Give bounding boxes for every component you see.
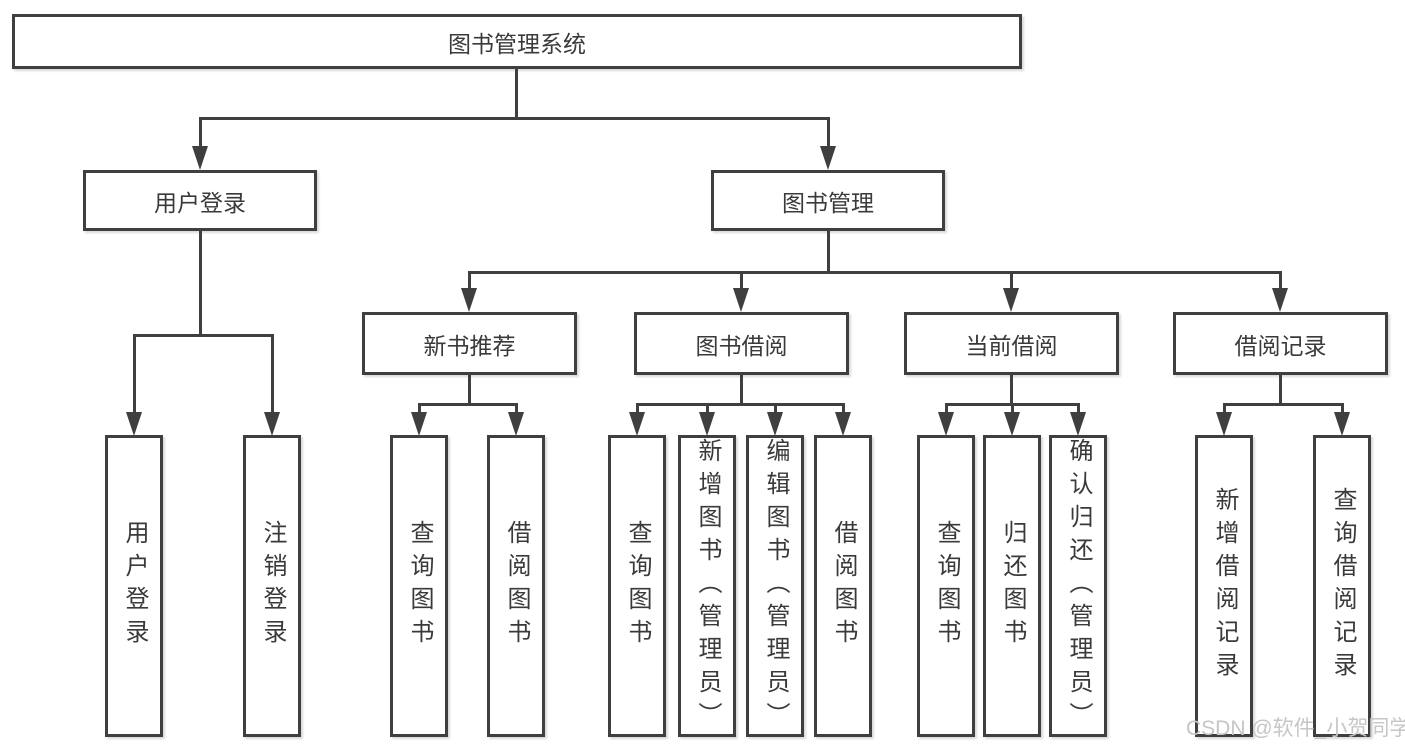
connector-line	[1341, 404, 1344, 414]
leaf-borrow-borrow-books: 借阅图书	[814, 435, 872, 737]
connector-line	[827, 118, 830, 148]
connector-line	[1223, 404, 1226, 414]
connector-line	[945, 404, 948, 414]
connector-line	[740, 272, 743, 290]
connector-line	[1279, 272, 1282, 290]
leaf-current-confirm-return-admin: 确认归还（管理员）	[1049, 435, 1107, 737]
leaf-recommend-borrow-books: 借阅图书	[487, 435, 545, 737]
connector-line	[418, 404, 421, 414]
connector-line	[1223, 403, 1344, 406]
arrow-down-icon	[699, 412, 715, 436]
node-library-system: 图书管理系统	[12, 14, 1022, 69]
connector-line	[133, 334, 274, 337]
arrow-down-icon	[126, 412, 142, 436]
leaf-borrow-query-books: 查询图书	[608, 435, 666, 737]
arrow-down-icon	[1216, 412, 1232, 436]
leaf-user-login: 用户登录	[105, 435, 163, 737]
connector-line	[468, 272, 471, 290]
connector-line	[199, 231, 202, 335]
node-user-login: 用户登录	[83, 170, 317, 231]
arrow-down-icon	[820, 146, 836, 170]
connector-line	[199, 117, 830, 120]
leaf-logout: 注销登录	[243, 435, 301, 737]
arrow-down-icon	[1003, 288, 1019, 312]
connector-line	[133, 335, 136, 414]
arrow-down-icon	[938, 412, 954, 436]
leaf-current-query-books: 查询图书	[917, 435, 975, 737]
connector-line	[774, 404, 777, 414]
connector-line	[199, 118, 202, 148]
connector-line	[740, 375, 743, 406]
arrow-down-icon	[629, 412, 645, 436]
connector-line	[636, 403, 845, 406]
arrow-down-icon	[264, 412, 280, 436]
arrow-down-icon	[508, 412, 524, 436]
leaf-borrow-edit-books-admin: 编辑图书（管理员）	[746, 435, 804, 737]
arrow-down-icon	[1070, 412, 1086, 436]
csdn-watermark: CSDN @软件_小贺同学	[1186, 717, 1405, 740]
arrow-down-icon	[411, 412, 427, 436]
arrow-down-icon	[1004, 412, 1020, 436]
leaf-records-query-record: 查询借阅记录	[1313, 435, 1371, 737]
node-book-borrow: 图书借阅	[634, 312, 849, 375]
arrow-down-icon	[192, 146, 208, 170]
connector-line	[515, 404, 518, 414]
connector-line	[468, 375, 471, 406]
arrow-down-icon	[767, 412, 783, 436]
node-borrow-records: 借阅记录	[1173, 312, 1388, 375]
connector-line	[636, 404, 639, 414]
leaf-recommend-query-books: 查询图书	[390, 435, 448, 737]
connector-line	[1077, 404, 1080, 414]
arrow-down-icon	[1334, 412, 1350, 436]
connector-line	[706, 404, 709, 414]
connector-line	[1010, 272, 1013, 290]
connector-line	[515, 68, 518, 118]
arrow-down-icon	[835, 412, 851, 436]
connector-line	[271, 335, 274, 414]
connector-line	[1010, 375, 1013, 406]
node-current-borrow: 当前借阅	[904, 312, 1119, 375]
node-book-management: 图书管理	[711, 170, 945, 231]
connector-line	[468, 271, 1282, 274]
connector-line	[1011, 404, 1014, 414]
leaf-records-add-record: 新增借阅记录	[1195, 435, 1253, 737]
arrow-down-icon	[1272, 288, 1288, 312]
node-new-book-recommend: 新书推荐	[362, 312, 577, 375]
arrow-down-icon	[733, 288, 749, 312]
arrow-down-icon	[461, 288, 477, 312]
connector-line	[842, 404, 845, 414]
leaf-borrow-add-books-admin: 新增图书（管理员）	[678, 435, 736, 737]
connector-line	[1279, 375, 1282, 406]
connector-line	[827, 231, 830, 273]
connector-line	[418, 403, 518, 406]
leaf-current-return-books: 归还图书	[983, 435, 1041, 737]
